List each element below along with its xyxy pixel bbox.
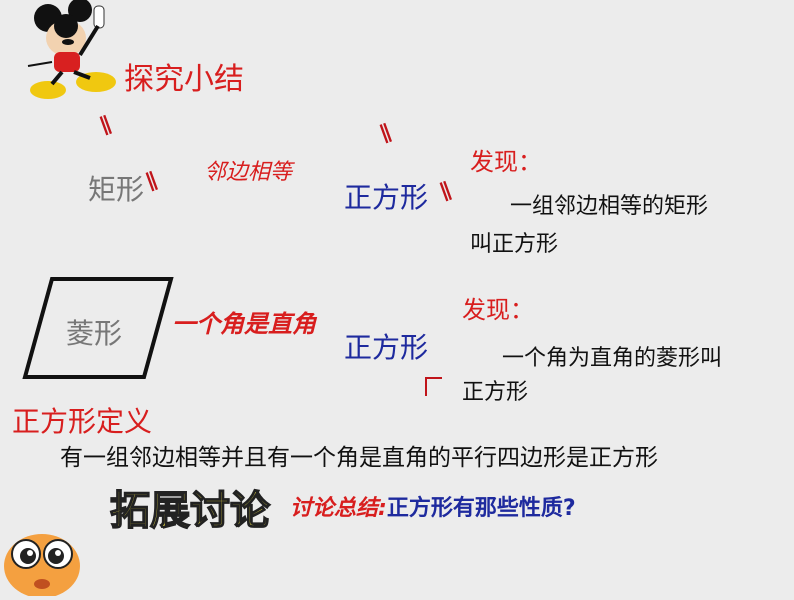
right-angle-mark [424,376,442,396]
equivalence-mark: ∥ [436,177,454,203]
rhombus-shape [22,276,174,380]
equivalence-mark: ∥ [96,111,114,137]
discovery-2-line1: 一个角为直角的菱形叫 [502,346,723,371]
summary-prefix: 讨论总结: [290,496,387,521]
extend-discussion-title: 拓展讨论 [109,487,271,535]
summary-text: 正方形有那些性质 [386,496,563,521]
slide-title: 探究小结 [124,62,244,97]
discovery-2-label: 发现： [462,296,534,324]
mickey-mouse-icon [18,0,128,108]
definition-text: 有一组邻边相等并且有一个角是直角的平行四边形是正方形 [60,445,658,471]
discovery-1-label: 发现： [470,148,542,176]
summary-question: ? [562,496,576,521]
rhombus-label: 菱形 [66,317,123,350]
adjacent-equal-label: 邻边相等 [204,160,293,185]
cartoon-face-icon [2,522,84,598]
equivalence-mark: ∥ [142,167,160,193]
definition-title: 正方形定义 [12,405,153,438]
discovery-1-line2: 叫正方形 [470,232,559,257]
rectangle-label: 矩形 [88,173,145,206]
square-label-top: 正方形 [344,181,429,214]
summary-line: 讨论总结:正方形有那些性质? [290,490,576,522]
discovery-1-line1: 一组邻边相等的矩形 [510,194,709,219]
right-angle-label: 一个角是直角 [172,310,316,338]
equivalence-mark: ∥ [376,119,394,145]
discovery-2-line2: 正方形 [462,380,529,405]
square-label-mid: 正方形 [344,331,429,364]
